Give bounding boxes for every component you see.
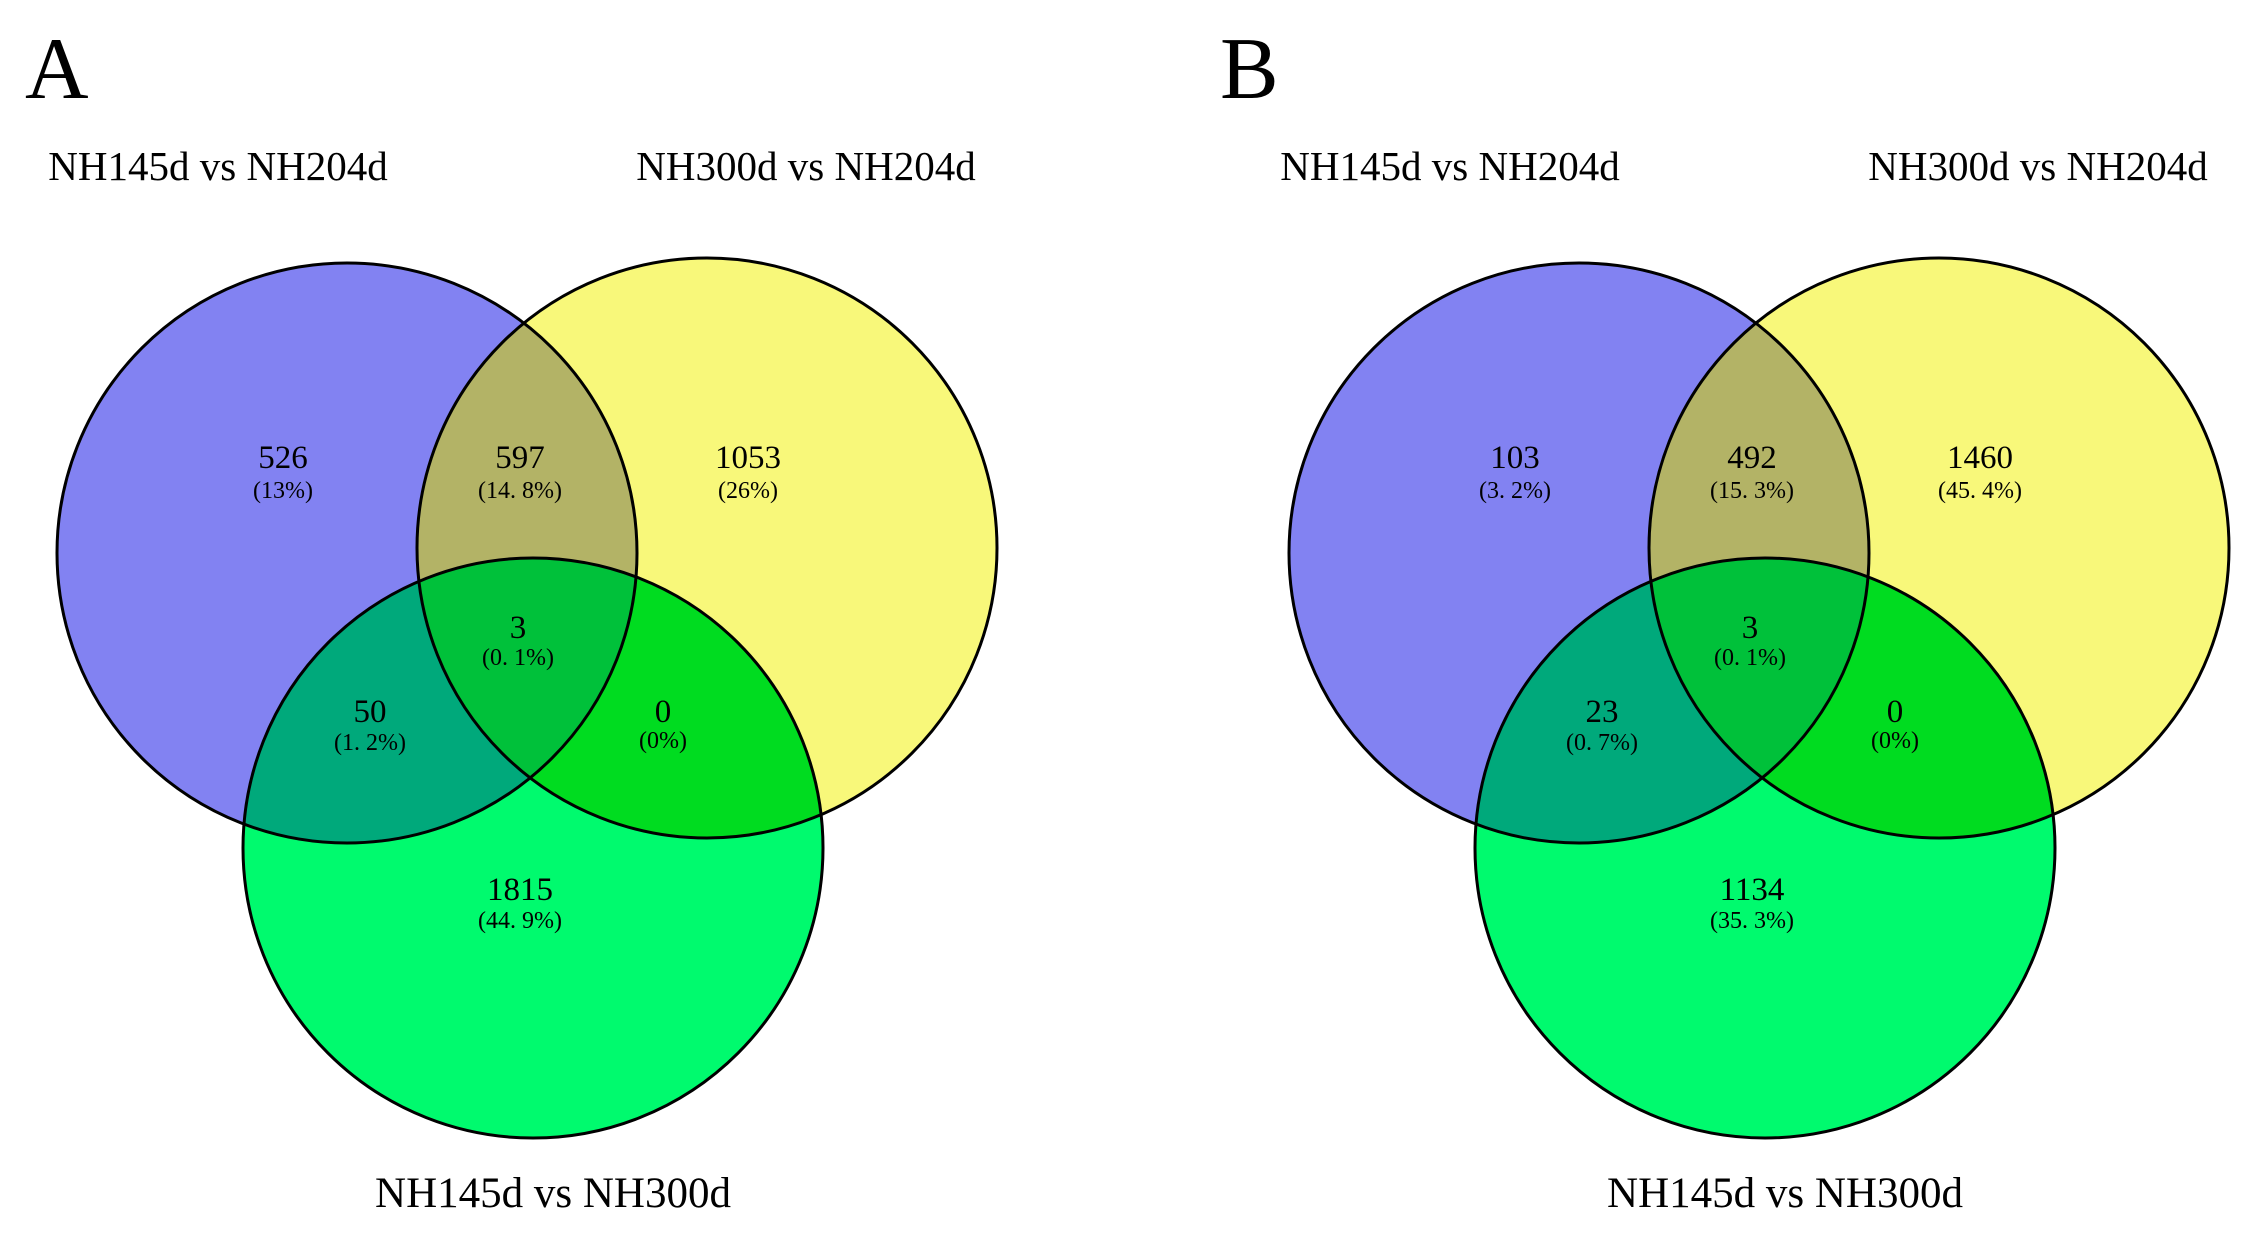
panel-b-left-only-pct: (3. 2%) <box>1479 478 1551 504</box>
panel-a-left-right-pct: (14. 8%) <box>478 478 562 504</box>
panel-a-bottom-only-pct: (44. 9%) <box>478 908 562 934</box>
panel-b-letter: B <box>1220 21 1279 118</box>
venn-a-region-right-bottom <box>417 558 823 838</box>
panel-b-bottom-only-pct: (35. 3%) <box>1710 908 1794 934</box>
panel-a-left-only-pct: (13%) <box>253 478 313 504</box>
panel-a-set-label-right: NH300d vs NH204d <box>636 143 975 189</box>
panel-b-right-bottom-value: 0 <box>1887 694 1904 730</box>
venn-b-outline-left <box>1287 261 1871 845</box>
venn-b-outline-right <box>1647 256 2231 840</box>
venn-a-region-left-bottom <box>243 558 637 843</box>
panel-b-set-label-right: NH300d vs NH204d <box>1868 143 2207 189</box>
panel-a-right-only-value: 1053 <box>715 440 781 476</box>
panel-b-right-only-pct: (45. 4%) <box>1938 478 2022 504</box>
venn-panel-a: A NH145d vs NH204d NH300d vs NH204d NH14… <box>25 21 999 1217</box>
panel-b-right-only-value: 1460 <box>1947 440 2013 476</box>
panel-b-left-right-pct: (15. 3%) <box>1710 478 1794 504</box>
panel-b-left-bottom-pct: (0. 7%) <box>1566 730 1638 756</box>
venn-panel-b: B NH145d vs NH204d NH300d vs NH204d NH14… <box>1220 21 2231 1217</box>
panel-a-right-bottom-pct: (0%) <box>639 728 687 754</box>
panel-b-center-value: 3 <box>1742 610 1759 646</box>
panel-b-set-label-bottom: NH145d vs NH300d <box>1607 1170 1963 1217</box>
venn-a-outline-right <box>415 256 999 840</box>
panel-a-right-only-pct: (26%) <box>718 478 778 504</box>
panel-a-letter: A <box>25 21 89 118</box>
venn-b-region-left-bottom <box>1475 558 1869 843</box>
panel-a-set-label-left: NH145d vs NH204d <box>48 143 387 189</box>
panel-a-left-bottom-pct: (1. 2%) <box>334 730 406 756</box>
panel-a-center-pct: (0. 1%) <box>482 645 554 671</box>
panel-a-center-value: 3 <box>510 610 527 646</box>
panel-b-left-only-value: 103 <box>1490 440 1540 476</box>
panel-a-right-bottom-value: 0 <box>655 694 672 730</box>
venn-b-outline-bottom <box>1473 556 2057 1140</box>
venn-b-region-right-bottom <box>1649 558 2055 838</box>
panel-b-bottom-only-value: 1134 <box>1720 872 1785 908</box>
panel-a-bottom-only-value: 1815 <box>487 872 553 908</box>
venn-a-outline-left <box>55 261 639 845</box>
panel-a-left-right-value: 597 <box>495 440 545 476</box>
panel-b-set-label-left: NH145d vs NH204d <box>1280 143 1619 189</box>
panel-a-set-label-bottom: NH145d vs NH300d <box>375 1170 731 1217</box>
panel-a-left-bottom-value: 50 <box>354 694 387 730</box>
venn-a-outline-bottom <box>241 556 825 1140</box>
panel-b-center-pct: (0. 1%) <box>1714 645 1786 671</box>
panel-b-left-bottom-value: 23 <box>1586 694 1619 730</box>
panel-b-left-right-value: 492 <box>1727 440 1777 476</box>
panel-b-right-bottom-pct: (0%) <box>1871 728 1919 754</box>
panel-a-left-only-value: 526 <box>258 440 308 476</box>
